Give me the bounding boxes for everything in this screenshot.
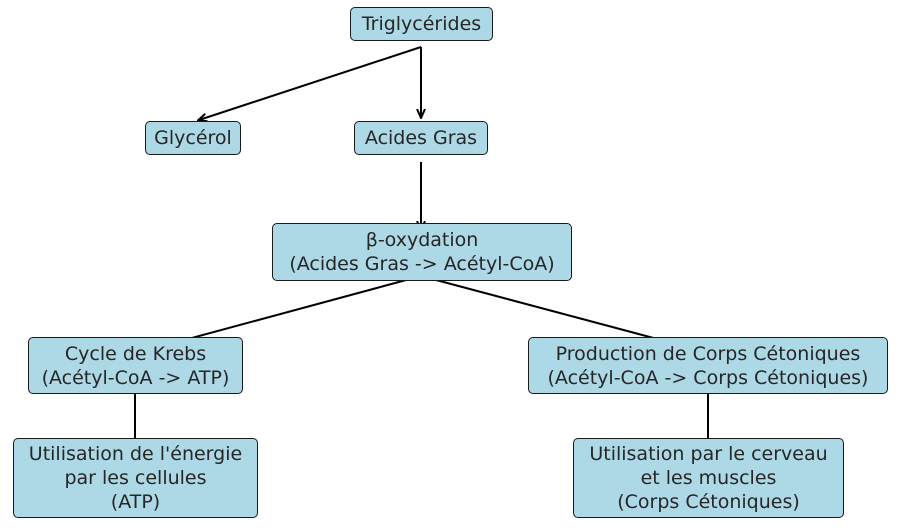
node-cycle-krebs: Cycle de Krebs (Acétyl-CoA -> ATP)	[28, 337, 243, 394]
node-utilisation-energie: Utilisation de l'énergie par les cellule…	[13, 438, 258, 518]
node-label-line2: et les muscles	[640, 467, 777, 489]
node-label-line2: (Acétyl-CoA -> Corps Cétoniques)	[547, 366, 869, 389]
node-label-line2: (Acétyl-CoA -> ATP)	[41, 366, 230, 389]
node-label-line3: (Corps Cétoniques)	[617, 491, 800, 513]
node-label-line2: (Acides Gras -> Acétyl-CoA)	[289, 253, 555, 275]
node-beta-oxydation: β-oxydation (Acides Gras -> Acétyl-CoA)	[272, 223, 572, 281]
node-acides-gras: Acides Gras	[354, 121, 488, 155]
node-label-line1: Production de Corps Cétoniques	[555, 342, 861, 365]
node-label-line2: par les cellules	[64, 467, 207, 489]
node-label-line1: Utilisation par le cerveau	[589, 443, 828, 465]
node-corps-cetoniques: Production de Corps Cétoniques (Acétyl-C…	[528, 337, 888, 394]
node-label-line1: Cycle de Krebs	[64, 342, 207, 365]
node-triglycerides: Triglycérides	[350, 7, 493, 41]
node-label-line1: Utilisation de l'énergie	[28, 443, 243, 465]
node-label-line1: β-oxydation	[365, 229, 479, 251]
node-label: Acides Gras	[364, 127, 478, 149]
node-glycerol: Glycérol	[145, 121, 241, 155]
node-label-line3: (ATP)	[110, 491, 161, 513]
edge-triglycerides-glycerol	[199, 46, 422, 120]
node-label: Glycérol	[154, 127, 232, 149]
node-label: Triglycérides	[361, 13, 482, 35]
node-utilisation-cerveau: Utilisation par le cerveau et les muscle…	[573, 438, 844, 518]
